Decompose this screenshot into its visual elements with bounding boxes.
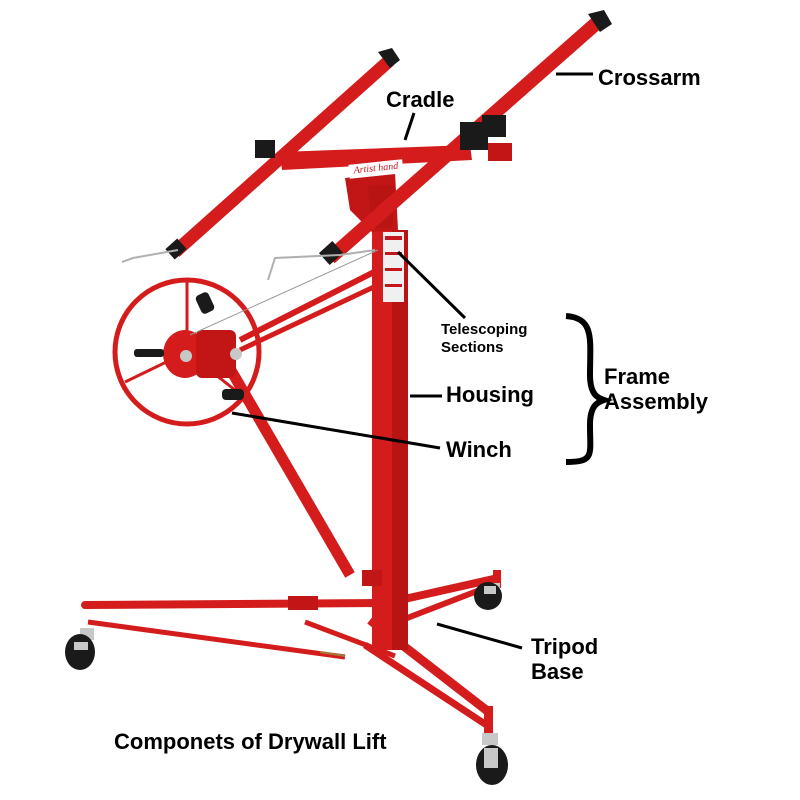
label-telescoping-line1: Telescoping — [441, 321, 528, 338]
diagram-caption: Componets of Drywall Lift — [114, 729, 387, 754]
winch — [112, 249, 379, 427]
label-frame-line1: Frame — [604, 364, 671, 389]
label-crossarm: Crossarm — [598, 65, 701, 90]
label-telescoping-line2: Sections — [441, 339, 504, 356]
label-tripod-line2: Base — [531, 659, 584, 684]
left-crossarm — [121, 48, 400, 263]
right-crossarm — [267, 10, 612, 281]
label-housing: Housing — [446, 382, 534, 407]
tripod-base — [81, 570, 501, 734]
label-frame-line2: Assembly — [604, 389, 708, 414]
frame-assembly-brace — [565, 313, 614, 465]
label-cradle: Cradle — [386, 87, 455, 112]
casters — [65, 582, 508, 785]
label-telescoping-sections: Telescoping Sections — [441, 321, 527, 357]
label-frame-assembly: Frame Assembly — [604, 364, 708, 414]
label-tripod-base: Tripod Base — [531, 634, 598, 684]
label-tripod-line1: Tripod — [531, 634, 599, 659]
leader-lines — [231, 72, 614, 650]
label-winch: Winch — [446, 437, 512, 462]
